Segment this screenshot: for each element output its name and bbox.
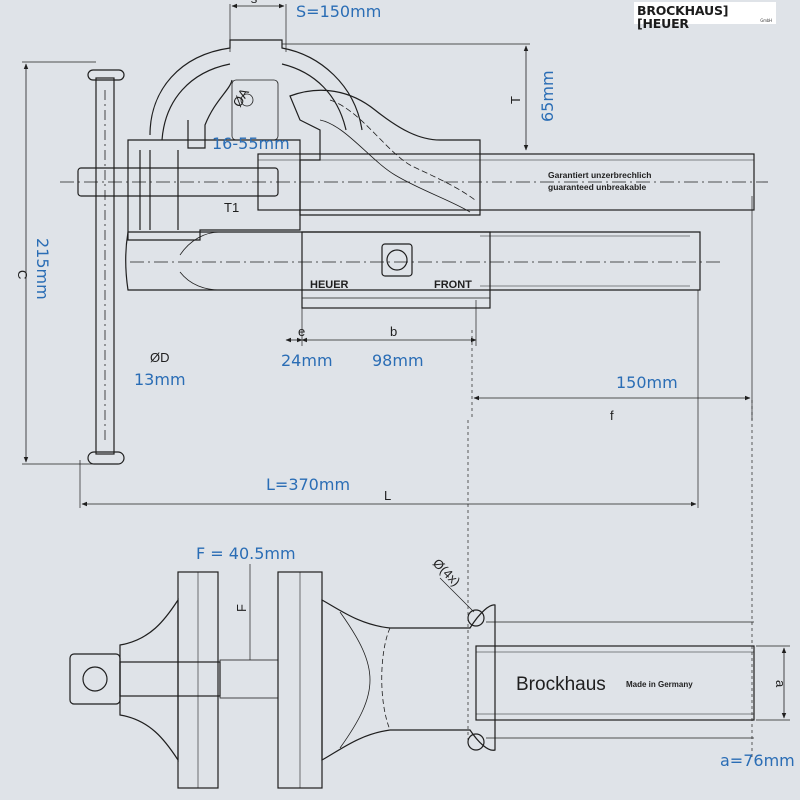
spindle-text-2: guaranteed unbreakable bbox=[548, 182, 647, 192]
symbol-b: b bbox=[390, 324, 397, 339]
dim-d: 13mm bbox=[134, 370, 186, 389]
jaw-text-front: FRONT bbox=[434, 279, 472, 291]
guide-rail bbox=[125, 231, 720, 291]
symbol-t1: T1 bbox=[224, 200, 239, 215]
symbol-a: a bbox=[773, 680, 788, 688]
body-brand: Brockhaus bbox=[516, 674, 606, 695]
dim-a-range: 16-55mm bbox=[212, 134, 290, 153]
dim-l: L=370mm bbox=[266, 475, 351, 494]
jaw-text-heuer: HEUER bbox=[310, 279, 349, 291]
side-view bbox=[22, 3, 768, 760]
symbol-l: L bbox=[384, 488, 391, 503]
dim-f: 150mm bbox=[616, 373, 678, 392]
mount-hole-top bbox=[467, 609, 485, 627]
symbol-e: e bbox=[298, 324, 305, 339]
symbol-t: T bbox=[508, 96, 523, 104]
symbol-d-dia: ØD bbox=[150, 350, 170, 365]
dim-t: 65mm bbox=[538, 70, 557, 122]
t-handle bbox=[87, 69, 125, 465]
symbol-c: C bbox=[15, 270, 30, 279]
top-view bbox=[69, 564, 790, 789]
spindle bbox=[60, 153, 768, 211]
dim-s: S=150mm bbox=[296, 2, 382, 21]
symbol-f-cap: F bbox=[234, 604, 249, 612]
fixed-jaw bbox=[231, 79, 481, 216]
rail-top bbox=[475, 645, 755, 721]
dim-e: 24mm bbox=[281, 351, 333, 370]
symbol-d-hole: Ø(4x) bbox=[430, 556, 464, 590]
movable-jaw-top bbox=[119, 597, 179, 763]
made-in-text: Made in Germany bbox=[626, 680, 693, 689]
slide-block bbox=[301, 231, 491, 309]
mount-hole-bottom bbox=[467, 733, 485, 751]
dimension-lines bbox=[23, 3, 751, 507]
spindle-text-1: Garantiert unzerbrechlich bbox=[548, 170, 651, 180]
symbol-s: s bbox=[251, 0, 258, 6]
brand-logo: BROCKHAUS][HEUER GmbH bbox=[634, 2, 776, 29]
logo-text: BROCKHAUS][HEUER bbox=[637, 3, 729, 31]
symbol-f: f bbox=[610, 408, 614, 423]
movable-jaw bbox=[127, 39, 363, 241]
dim-f-cap: F = 40.5mm bbox=[196, 544, 296, 563]
dim-b: 98mm bbox=[372, 351, 424, 370]
body-top bbox=[321, 598, 496, 762]
logo-sub: GmbH bbox=[760, 18, 772, 23]
handle-end bbox=[69, 653, 121, 705]
dim-a: a=76mm bbox=[720, 751, 795, 770]
dim-c: 215mm bbox=[33, 238, 52, 300]
